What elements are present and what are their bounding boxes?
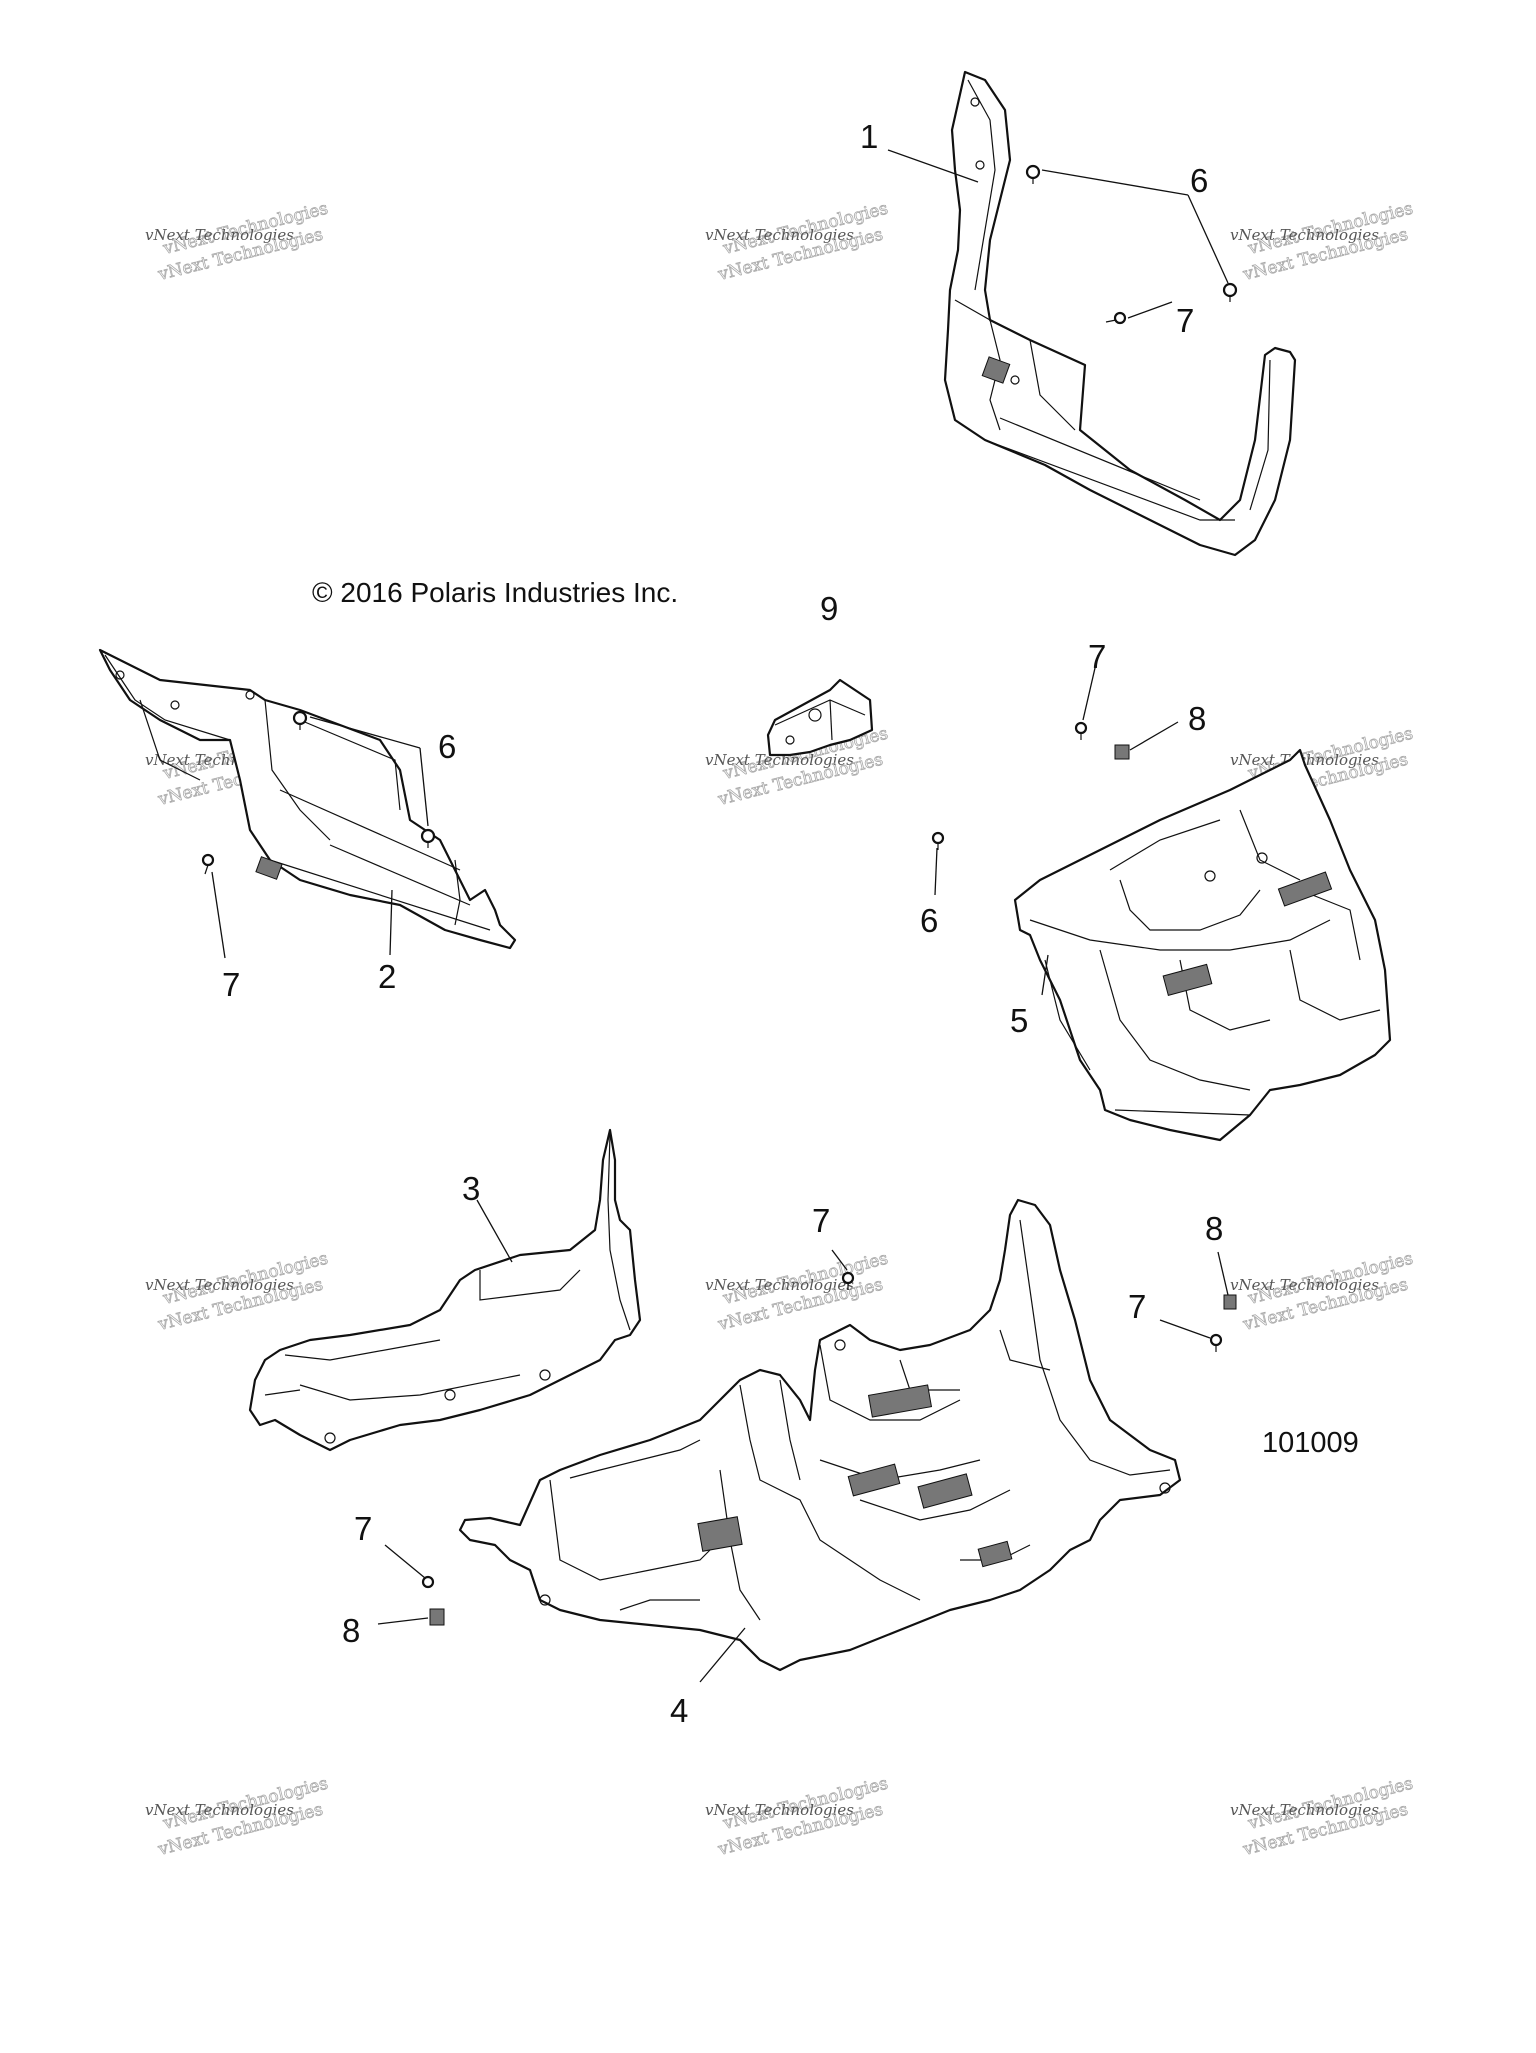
screw-icon [1105,311,1127,325]
part-3-mount-hole [539,1369,551,1381]
part-5-tie-down-recess [1162,963,1213,996]
part-5-tie-down-recess [1277,871,1333,907]
part-3-mount-hole [444,1389,456,1401]
callout-3: 3 [462,1170,480,1207]
watermark: vNext Technologies vNext Technologies vN… [145,198,330,285]
rivet-icon [420,828,436,848]
part-1-footwell-panel [943,70,1297,557]
watermark: vNext Technologies vNext Technologies vN… [705,1248,890,1335]
part-4-floor-recess [977,1540,1013,1568]
part-3-mount-hole [324,1432,336,1444]
watermark: vNext Technologies vNext Technologies vN… [145,1248,330,1335]
leader-lines [211,149,1229,1683]
part-9-bolt-hole [785,735,795,745]
diagram-part-number: 101009 [1262,1427,1359,1459]
part-5-rear-tub [1013,748,1392,1142]
part-2-mount-hole [170,700,180,710]
watermark-text: vNext Technologies [145,226,294,244]
callout-7: 7 [354,1510,372,1547]
callout-7: 7 [1088,638,1106,675]
clip-icon [1114,744,1130,760]
callout-4: 4 [670,1692,688,1729]
fasteners [201,164,1238,1626]
part-4-mount-hole [539,1594,551,1606]
part-3-lower-side-panel [248,1128,642,1452]
callout-7: 7 [812,1202,830,1239]
callout-5: 5 [1010,1002,1028,1039]
copyright-notice: © 2016 Polaris Industries Inc. [312,577,678,608]
watermark: vNext Technologies vNext Technologies vN… [1230,1773,1415,1860]
watermark: vNext Technologies vNext Technologies vN… [145,1773,330,1860]
watermark: vNext Technologies vNext Technologies vN… [1230,198,1415,285]
watermark-text: vNext Technologies [705,1801,854,1819]
watermark-text: vNext Technologies [1230,1276,1379,1294]
watermark-text: vNext Technologies [705,226,854,244]
part-2-side-panel [98,648,517,950]
part-5-drain-hole [1204,870,1216,882]
callouts: 1 6 7 9 6 7 2 7 8 6 5 3 7 8 7 7 8 4 [222,118,1223,1729]
part-1-mount-hole [970,97,980,107]
callout-7: 7 [1176,302,1194,339]
callout-2: 2 [378,958,396,995]
part-4-mount-hole [1159,1482,1171,1494]
callout-7: 7 [1128,1288,1146,1325]
part-5-drain-hole [1256,852,1268,864]
screw-icon [1209,1333,1223,1352]
screw-icon [201,853,215,875]
watermark-text: vNext Technologies [145,1801,294,1819]
rivet-icon [1025,164,1041,184]
part-9-bracket [766,678,874,757]
part-4-floor-recess [867,1384,933,1418]
part-1-mount-hole [975,160,985,170]
watermark-text: vNext Technologies [705,751,854,769]
watermark: vNext Technologies vNext Technologies vN… [705,198,890,285]
rivet-icon [292,710,308,730]
watermark: vNext Technologies vNext Technologies vN… [1230,1248,1415,1335]
callout-6: 6 [1190,162,1208,199]
watermark-text: vNext Technologies [1230,751,1379,769]
watermark-text: vNext Technologies [1230,226,1379,244]
watermark-text: vNext Technologies [705,1276,854,1294]
part-9-bolt-hole [808,708,822,722]
watermark-text: vNext Technologies [1230,1801,1379,1819]
watermark: vNext Technologies vNext Technologies vN… [705,1773,890,1860]
screw-icon [421,1575,435,1589]
part-4-step-recess [697,1516,743,1552]
part-4-floor-recess [847,1463,901,1497]
clip-icon [1223,1294,1237,1310]
part-4-mount-hole [834,1339,846,1351]
callout-6: 6 [920,902,938,939]
part-1-bracket-slot [981,356,1011,384]
part-2-mount-hole [245,690,255,700]
part-2-mount-hole [115,670,125,680]
rivet-icon [931,831,945,850]
part-2-clip-slot [255,856,283,880]
rivet-icon [1222,282,1238,302]
clip-icon [429,1608,445,1626]
callout-1: 1 [860,118,878,155]
part-4-floor-recess [917,1473,973,1509]
callout-6: 6 [438,728,456,765]
callout-9: 9 [820,590,838,627]
callout-7: 7 [222,966,240,1003]
watermark-text: vNext Technologies [145,1276,294,1294]
callout-8: 8 [1205,1210,1223,1247]
screw-icon [1074,721,1088,740]
part-4-floor-tub [458,1198,1182,1672]
callout-8: 8 [1188,700,1206,737]
screw-icon [841,1271,855,1290]
callout-8: 8 [342,1612,360,1649]
part-1-mount-hole [1010,375,1020,385]
